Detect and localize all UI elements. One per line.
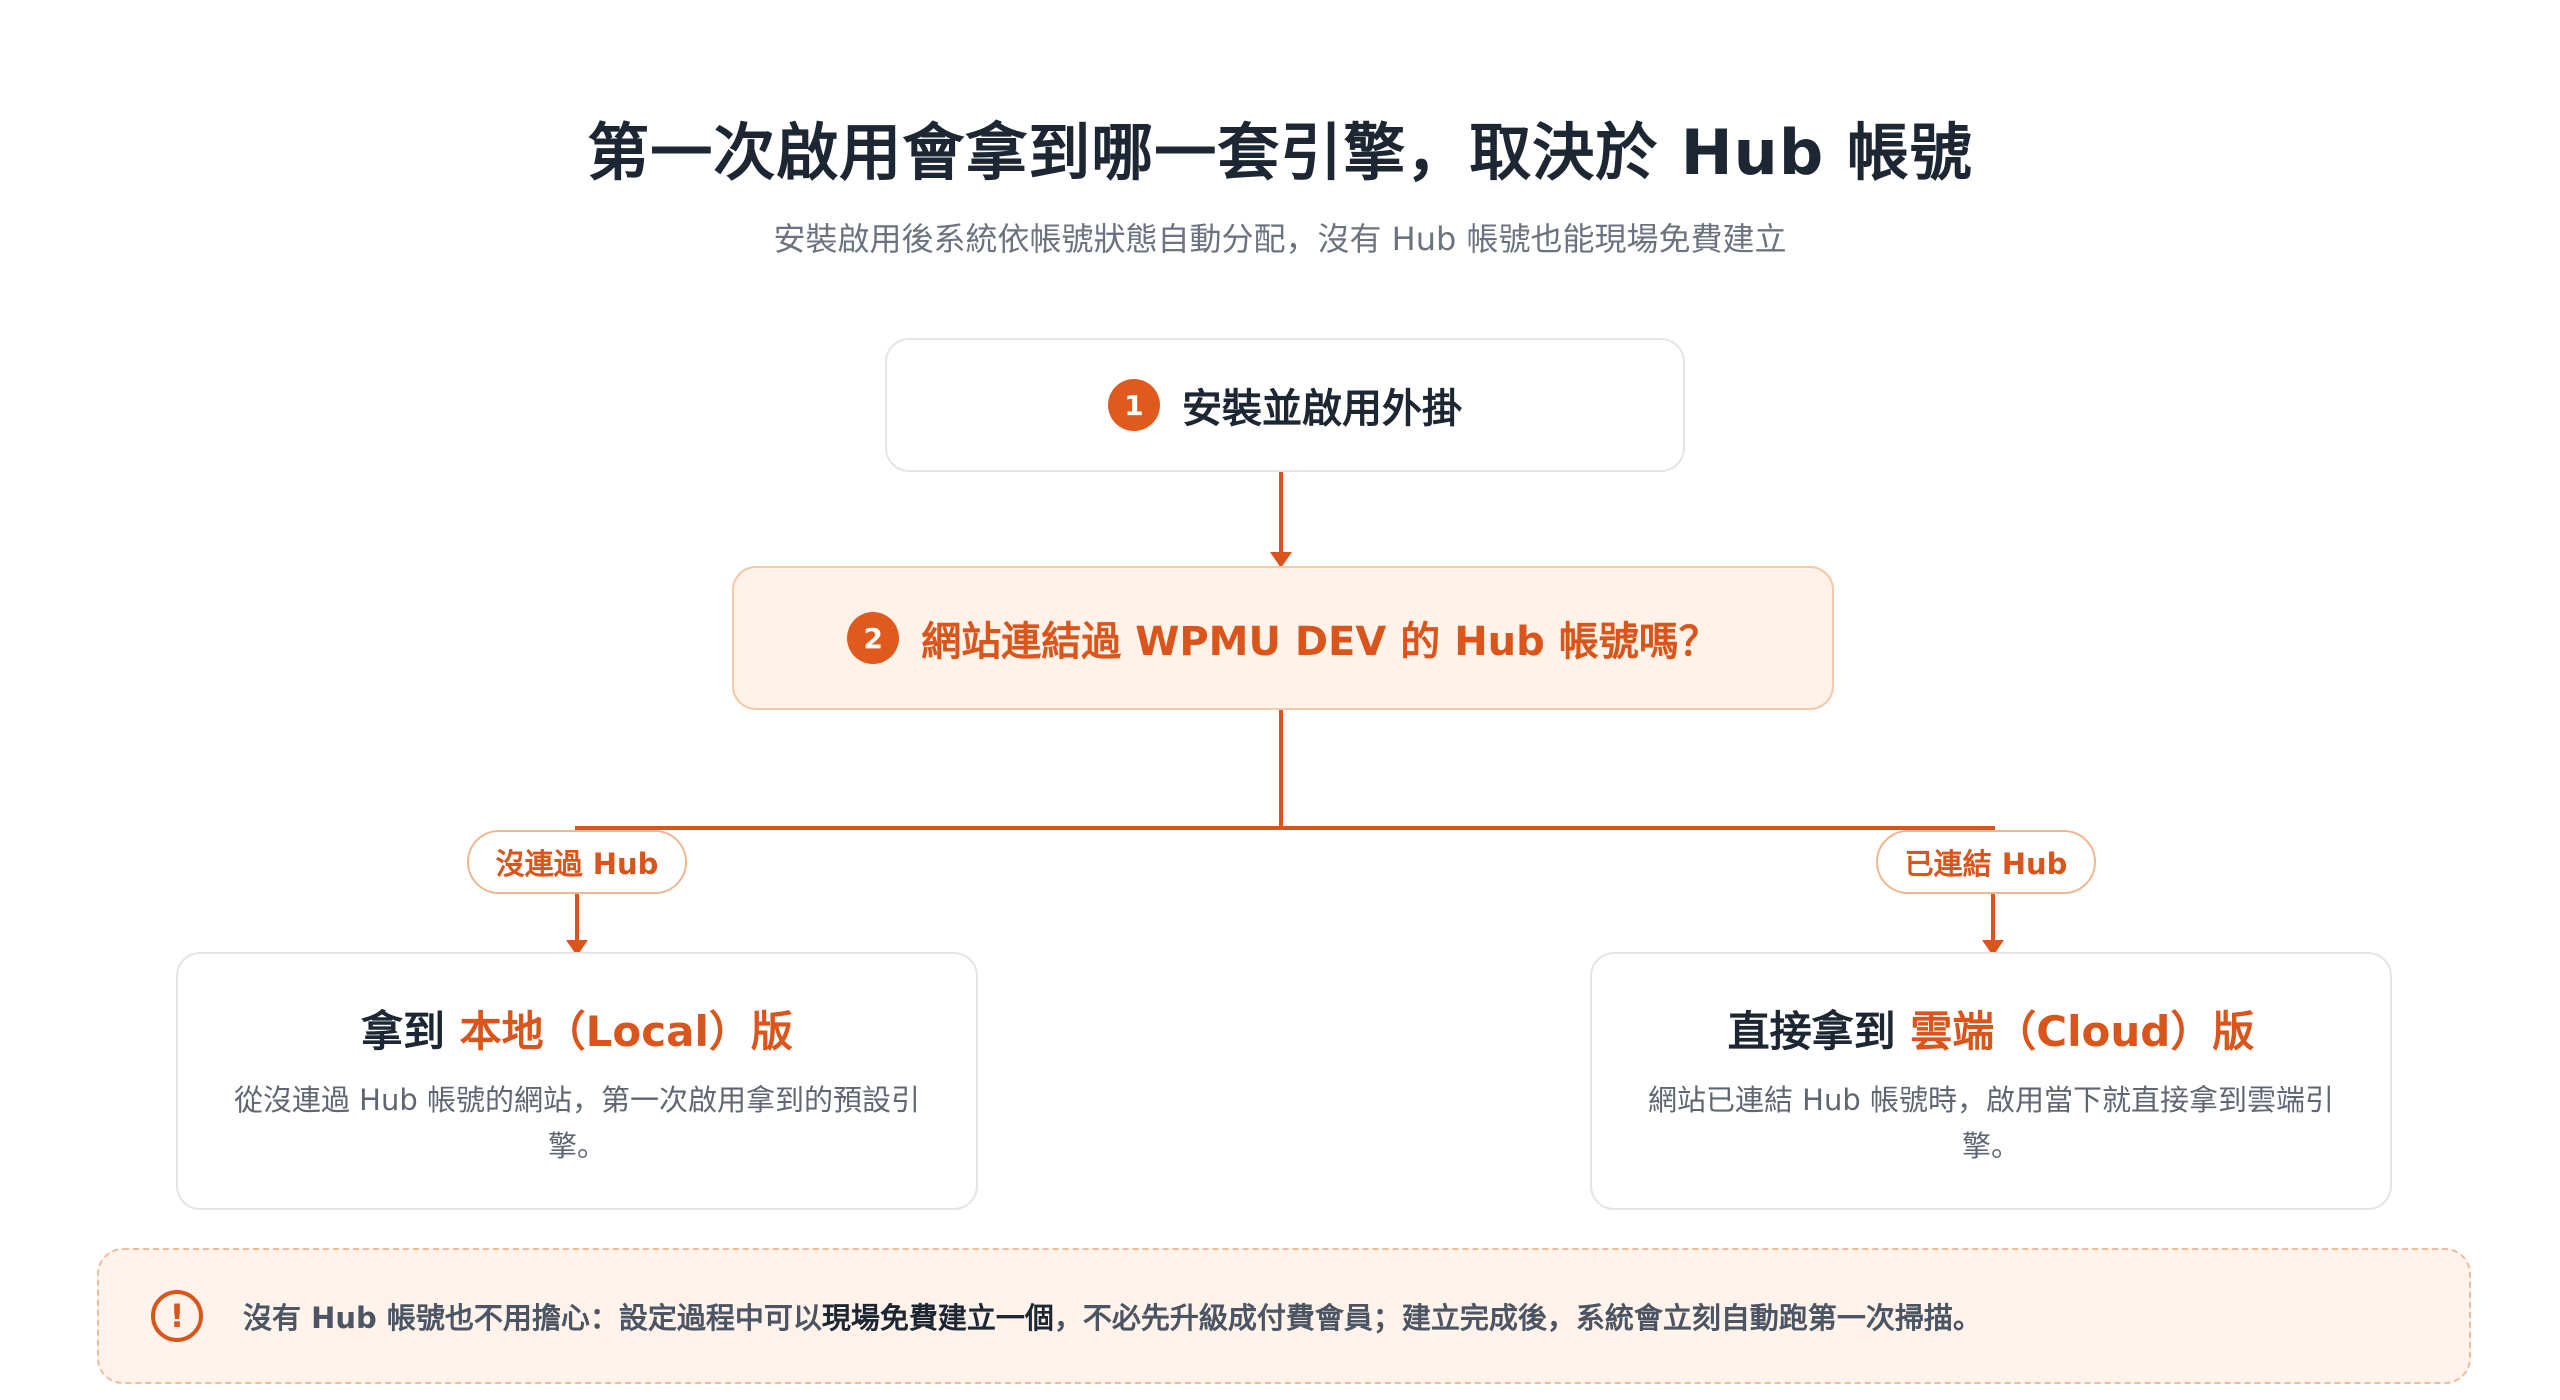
- info-note-text-after: ，不必先升級成付費會員；建立完成後，系統會立刻自動跑第一次掃描。: [1053, 1301, 1982, 1335]
- exclamation-circle-icon: !: [151, 1290, 203, 1342]
- step-2-label: 網站連結過 WPMU DEV 的 Hub 帳號嗎？: [921, 619, 1719, 665]
- page-title: 第一次啟用會拿到哪一套引擎，取決於 Hub 帳號: [587, 116, 1973, 189]
- step-1-box: 1 安裝並啟用外掛: [885, 338, 1685, 472]
- info-note-text: 沒有 Hub 帳號也不用擔心：設定過程中可以現場免費建立一個，不必先升級成付費會…: [243, 1295, 1982, 1337]
- step-1-label: 安裝並啟用外掛: [1182, 386, 1462, 432]
- result-local-box: 拿到 本地（Local）版 從沒連過 Hub 帳號的網站，第一次啟用拿到的預設引…: [176, 952, 978, 1210]
- step-1-number-badge: 1: [1108, 379, 1160, 431]
- result-cloud-box: 直接拿到 雲端（Cloud）版 網站已連結 Hub 帳號時，啟用當下就直接拿到雲…: [1590, 952, 2392, 1210]
- result-local-title-highlight: 本地（Local）版: [459, 1007, 793, 1056]
- result-local-description: 從沒連過 Hub 帳號的網站，第一次啟用拿到的預設引擎。: [233, 1083, 921, 1163]
- result-local-title: 拿到 本地（Local）版: [178, 998, 976, 1059]
- info-note-text-before: 沒有 Hub 帳號也不用擔心：設定過程中可以: [243, 1301, 822, 1335]
- page-subtitle: 安裝啟用後系統依帳號狀態自動分配，沒有 Hub 帳號也能現場免費建立: [773, 220, 1787, 258]
- step-2-number-badge: 2: [847, 612, 900, 664]
- result-cloud-title-highlight: 雲端（Cloud）版: [1910, 1007, 2255, 1056]
- result-cloud-title: 直接拿到 雲端（Cloud）版: [1592, 998, 2390, 1059]
- connector-step1-step2: [1279, 472, 1283, 552]
- result-cloud-title-prefix: 直接拿到: [1727, 1007, 1911, 1056]
- connector-branch-horizontal: [575, 826, 1995, 830]
- info-note: ! 沒有 Hub 帳號也不用擔心：設定過程中可以現場免費建立一個，不必先升級成付…: [97, 1248, 2471, 1384]
- step-2-decision-box: 2 網站連結過 WPMU DEV 的 Hub 帳號嗎？: [732, 566, 1834, 710]
- result-cloud-description: 網站已連結 Hub 帳號時，啟用當下就直接拿到雲端引擎。: [1647, 1083, 2335, 1163]
- result-local-title-prefix: 拿到: [361, 1007, 460, 1056]
- branch-left-condition-pill: 沒連過 Hub: [467, 830, 687, 894]
- arrowhead-step2: [1270, 552, 1292, 568]
- branch-right-condition-pill: 已連結 Hub: [1876, 830, 2096, 894]
- connector-step2-down: [1279, 710, 1283, 828]
- info-note-text-strong: 現場免費建立一個: [821, 1301, 1054, 1335]
